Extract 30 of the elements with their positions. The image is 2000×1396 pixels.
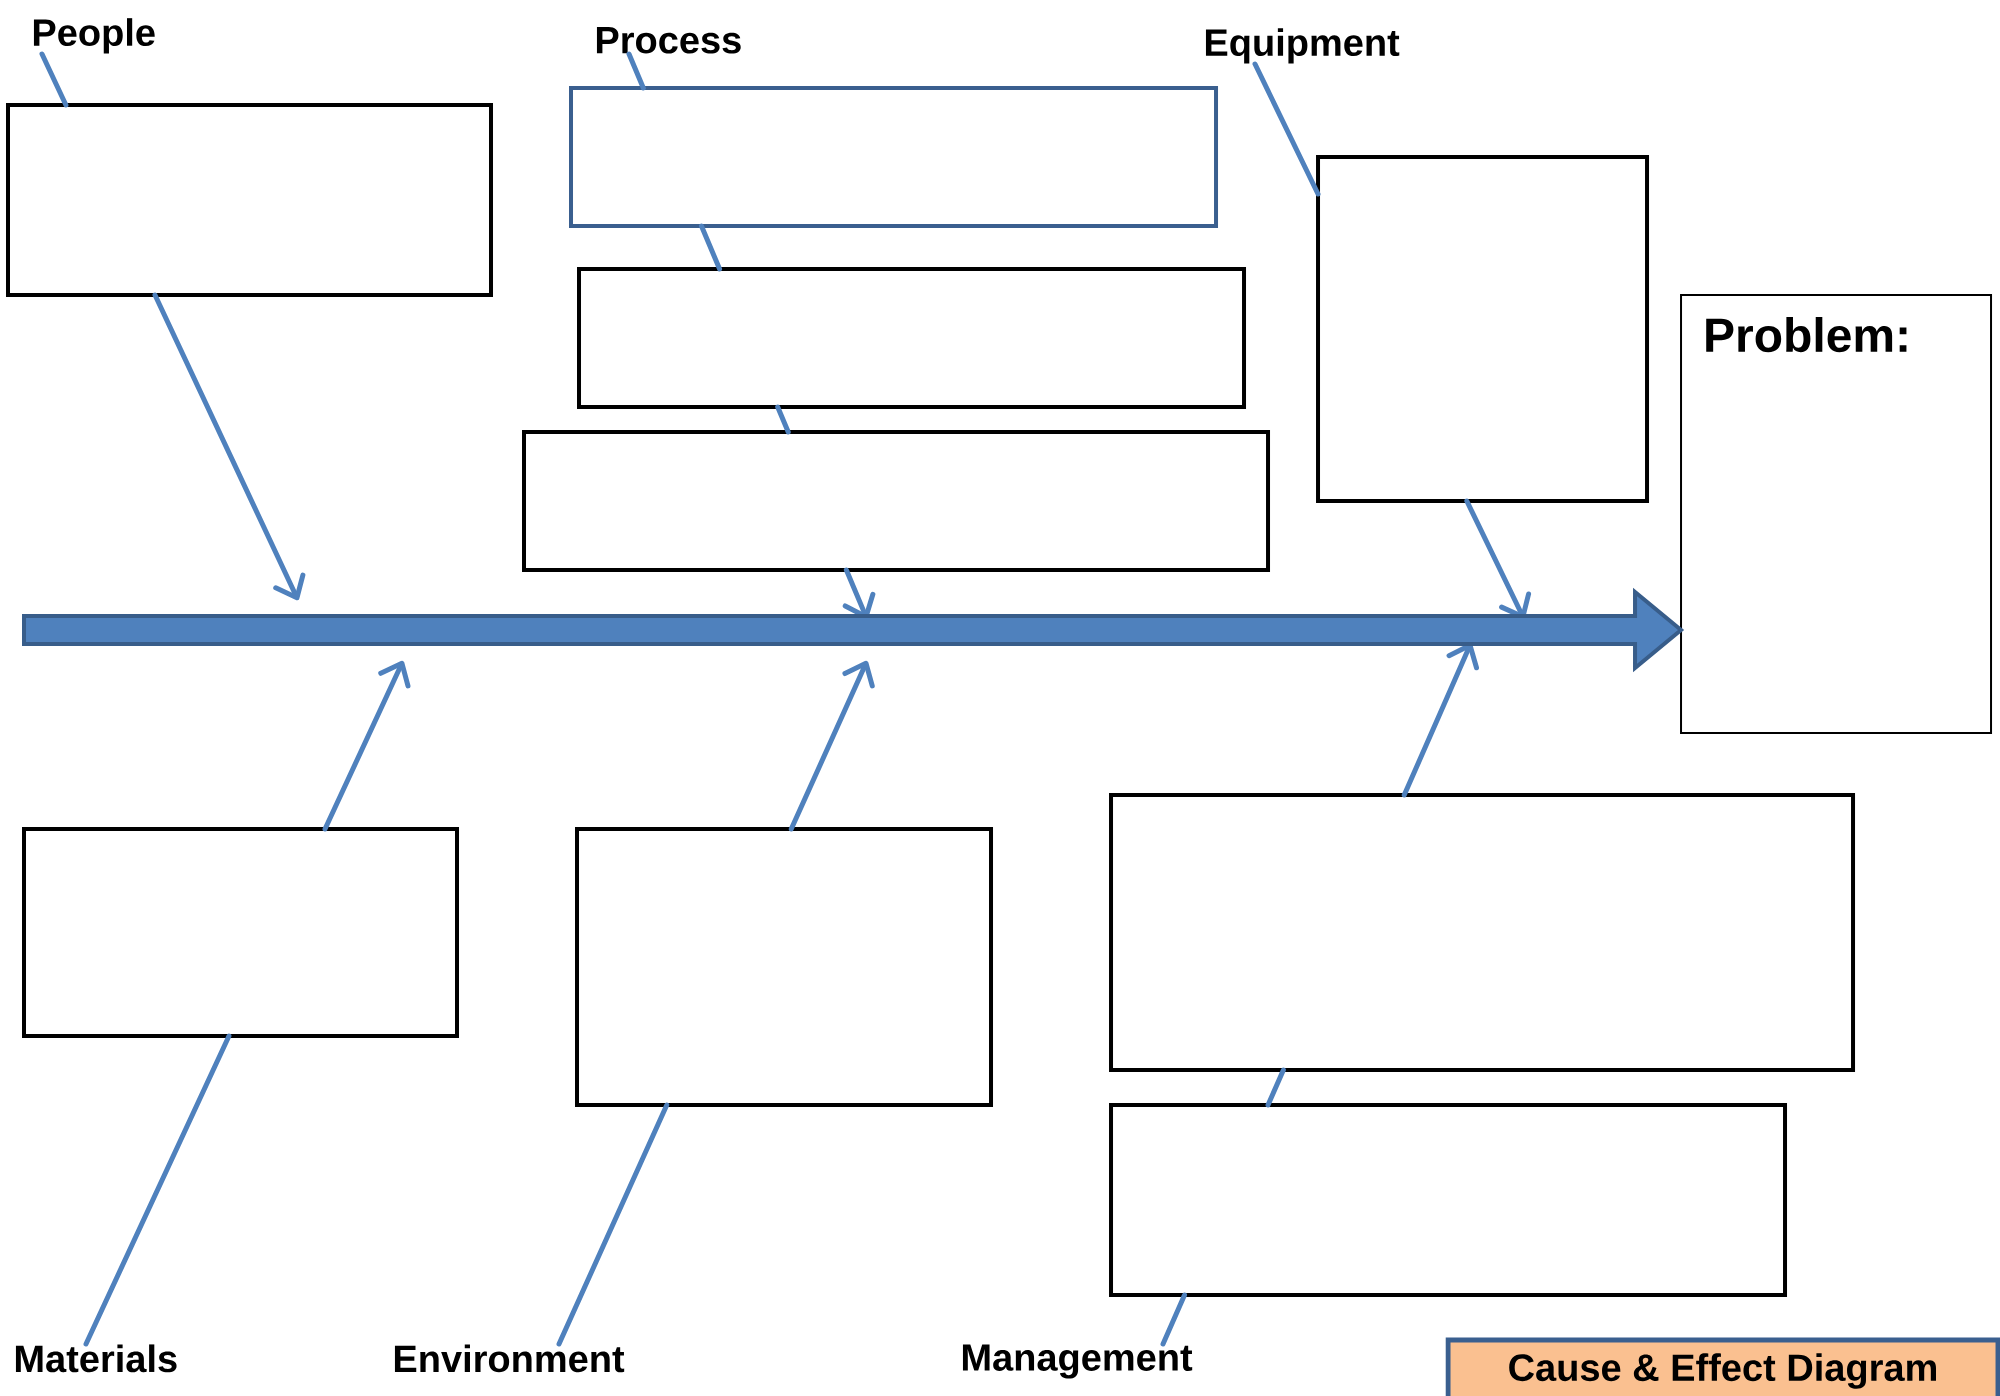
cause-box [577,267,1246,409]
spine-arrow [22,587,1685,673]
arrow [322,660,411,832]
category-label: Environment [394,1344,625,1373]
bone-line [83,1033,232,1347]
cause-box [22,827,459,1038]
cause-box [575,827,993,1107]
bone-line [626,51,646,91]
bone-line [775,404,791,435]
bone-line [1160,1292,1188,1347]
cause-box [6,103,493,297]
problem-box: Problem: [1680,294,1993,734]
bone-line [1252,61,1321,197]
category-label: Equipment [1205,28,1400,64]
arrow [788,660,875,832]
cause-box [1109,793,1856,1072]
category-label: Materials [15,1344,177,1373]
cause-box [1109,1103,1788,1297]
cause-box [1316,155,1650,503]
bone-line [1265,1067,1286,1108]
cause-box [569,86,1218,228]
arrow [152,292,306,601]
title-banner: Cause & Effect Diagram [1445,1337,2000,1396]
category-label: People [33,18,155,54]
bone-line [556,1102,670,1347]
category-label: Management [962,1344,1193,1379]
cause-box [522,430,1270,572]
bone-line [699,223,723,272]
bone-line [39,51,69,108]
category-label: Process [596,27,741,54]
